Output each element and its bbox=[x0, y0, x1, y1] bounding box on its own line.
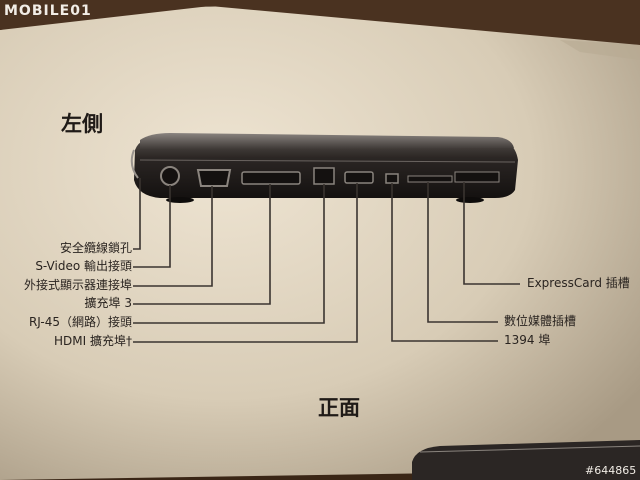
label-external-display: 外接式顯示器連接埠 bbox=[23, 278, 132, 292]
paper-fold-shadow bbox=[560, 40, 640, 60]
label-expansion-port: 擴充埠 3 bbox=[84, 296, 132, 310]
heading-left-side: 左側 bbox=[61, 112, 103, 136]
label-security-lock: 安全纜線鎖孔 bbox=[59, 241, 132, 255]
expresscard-slot bbox=[454, 171, 500, 183]
paper-top-edge bbox=[0, 0, 640, 45]
watermark-brand: MOBILE01 bbox=[4, 3, 92, 19]
watermark-brand-text: MOBILE01 bbox=[4, 3, 92, 19]
security-lock-slot bbox=[130, 149, 139, 179]
s-video-port bbox=[160, 166, 180, 186]
ieee1394-port bbox=[385, 173, 399, 184]
leader-lines bbox=[133, 178, 520, 343]
label-1394: 1394 埠 bbox=[504, 333, 551, 347]
heading-front: 正面 bbox=[318, 396, 360, 420]
watermark-code: #644865 bbox=[585, 464, 637, 477]
label-s-video: S-Video 輸出接頭 bbox=[35, 259, 132, 273]
expansion-port-3 bbox=[241, 171, 301, 185]
laptop-left-side bbox=[130, 133, 518, 203]
label-rj45: RJ-45（網路）接頭 bbox=[28, 315, 132, 329]
digital-media-slot bbox=[407, 175, 453, 183]
rj45-port bbox=[313, 167, 335, 185]
vga-port bbox=[196, 169, 232, 187]
hdmi-port bbox=[344, 171, 374, 184]
label-expresscard: ExpressCard 插槽 bbox=[527, 276, 630, 290]
label-hdmi: HDMI 擴充埠† bbox=[54, 334, 132, 348]
laptop-front-edge bbox=[412, 440, 640, 480]
label-digital-media: 數位媒體插槽 bbox=[504, 314, 577, 328]
